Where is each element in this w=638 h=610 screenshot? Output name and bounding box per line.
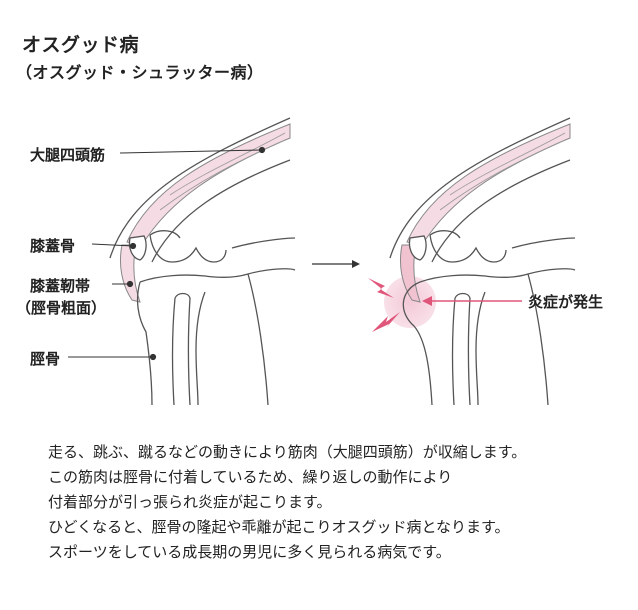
description-line: スポーツをしている成長期の男児に多く見られる病気です。 [48, 543, 451, 561]
inflammation-arrow [422, 296, 522, 306]
inflamed-knee [384, 117, 576, 406]
page-subtitle: （オスグッド・シュラッター病） [16, 63, 264, 82]
leader-lines [68, 146, 266, 361]
pain-bolt-icon [368, 278, 400, 332]
normal-knee [109, 117, 296, 406]
transition-arrow [312, 260, 360, 268]
tibia-bone [136, 281, 153, 406]
description-line: 走る、跳ぶ、蹴るなどの動きにより筋肉（大腿四頭筋）が収縮します。 [48, 443, 527, 461]
patella [128, 235, 147, 261]
knee-diagram [68, 117, 576, 406]
label-tibial-tuberosity: （脛骨粗面） [16, 299, 107, 317]
label-tibia: 脛骨 [30, 350, 61, 368]
description-line: この筋肉は脛骨に付着しているため、繰り返しの動作により [48, 468, 453, 486]
description: 走る、跳ぶ、蹴るなどの動きにより筋肉（大腿四頭筋）が収縮します。 この筋肉は脛骨… [48, 440, 628, 565]
label-quadriceps: 大腿四頭筋 [30, 146, 106, 164]
page-title: オスグッド病 [22, 34, 140, 56]
description-line: 付着部分が引っ張られ炎症が起こります。 [48, 493, 332, 511]
label-patella: 膝蓋骨 [30, 237, 76, 255]
quadriceps-muscle [126, 123, 291, 246]
description-line: ひどくなると、脛骨の隆起や乖離が起こりオスグッド病となります。 [48, 518, 510, 536]
label-patellar-ligament: 膝蓋靭帯 [30, 277, 91, 295]
label-inflammation: 炎症が発生 [528, 293, 604, 311]
